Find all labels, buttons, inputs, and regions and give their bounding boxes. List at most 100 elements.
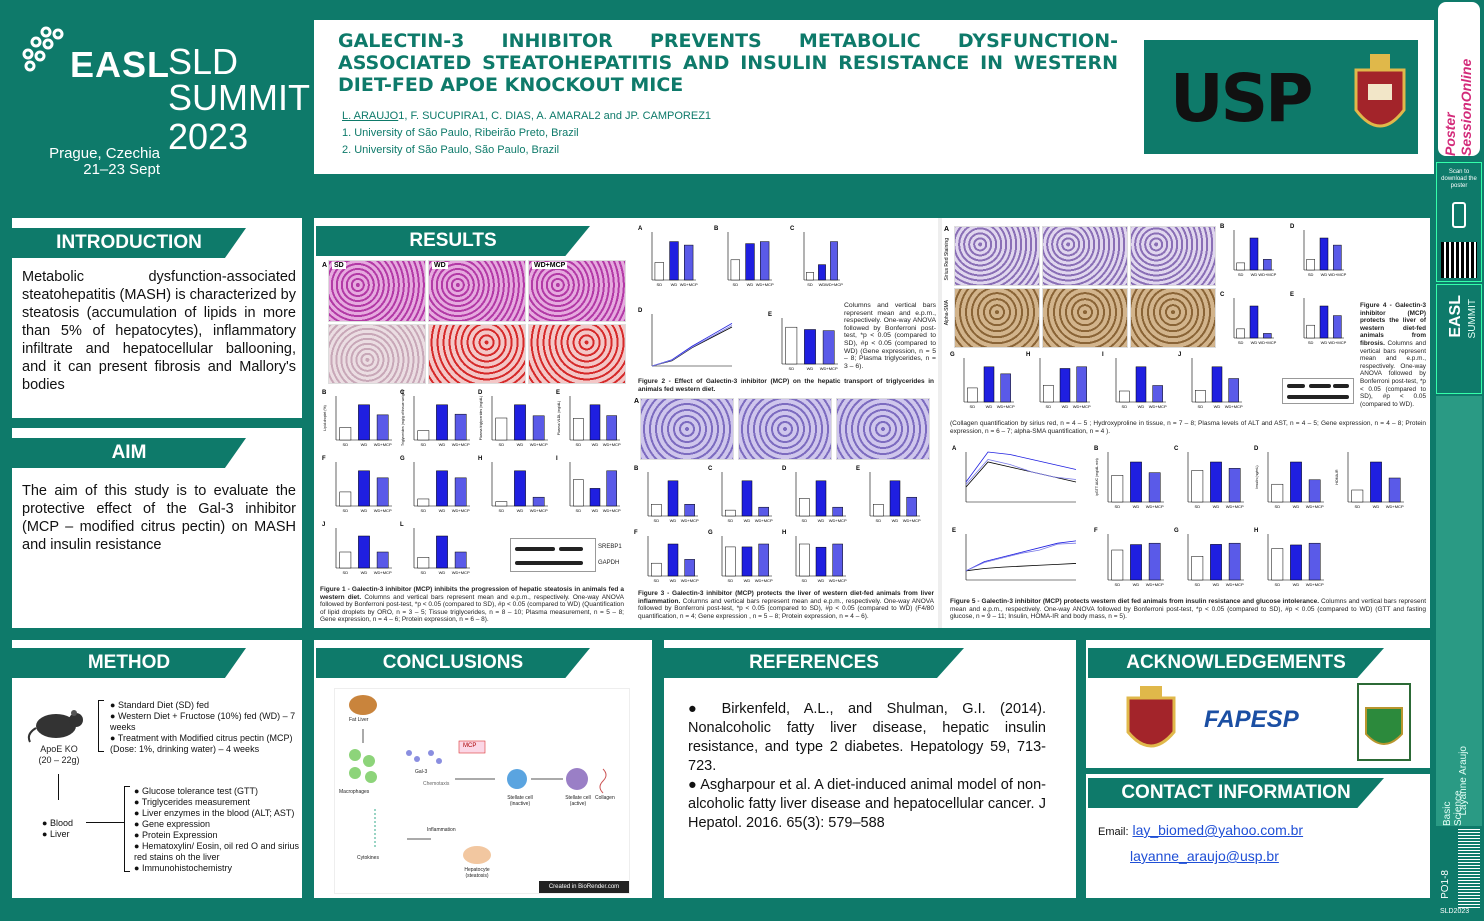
diagram-label: Cytokines	[357, 855, 379, 861]
bar	[1135, 366, 1147, 403]
logo-easl-text: EASL	[70, 44, 171, 85]
tick-label: WD+MCP	[530, 442, 548, 447]
tick-label: WD+MCP	[1306, 582, 1324, 587]
tick-label: WD+MCP	[1146, 582, 1164, 587]
panel-letter: A	[638, 226, 643, 232]
panel-letter: D	[478, 390, 483, 396]
diagram-label: Collagen	[595, 795, 615, 801]
bar	[667, 543, 679, 577]
tick-label: SD	[1115, 582, 1121, 587]
bar	[1306, 259, 1315, 271]
bar	[1319, 237, 1329, 271]
panel-letter: G	[400, 456, 405, 462]
bar	[1130, 544, 1142, 581]
bar	[830, 241, 838, 281]
diagram-label: Macrophages	[339, 789, 370, 795]
tick-label: SD	[970, 404, 976, 409]
tick-label: WD	[1213, 504, 1220, 509]
tick-label: SD	[1275, 504, 1281, 509]
tick-label: SD	[421, 442, 427, 447]
blot-label: SREBP1	[598, 544, 622, 550]
university-logos: USP	[1144, 40, 1418, 154]
he-image-sd	[328, 260, 426, 322]
panel-letter: G	[708, 530, 713, 536]
tick-label: SD	[802, 578, 808, 583]
bar	[1210, 461, 1222, 503]
usp-logo: USP	[1170, 60, 1313, 137]
diagram-label: Hepatocyte (steatosis)	[464, 867, 490, 879]
logo-sld-text: SLD SUMMIT	[168, 41, 310, 118]
mouse-icon	[27, 710, 83, 743]
bar	[1249, 305, 1259, 339]
bar	[1211, 366, 1223, 403]
tick-label: WD	[1133, 582, 1140, 587]
email-link[interactable]: lay_biomed@yahoo.com.br	[1132, 822, 1304, 838]
bar	[822, 330, 835, 365]
tick-label: WD+MCP	[452, 442, 470, 447]
panel-letter: B	[322, 390, 327, 396]
bar	[818, 264, 826, 281]
panel-letter: C	[1174, 446, 1179, 452]
bar	[684, 244, 694, 281]
bar	[1130, 461, 1142, 503]
bar	[1148, 472, 1161, 503]
series-line	[965, 461, 1077, 488]
qr-code-icon[interactable]	[1441, 242, 1477, 278]
email-line-2: layanne_araujo@usp.br	[1130, 848, 1279, 864]
bar	[1191, 556, 1204, 581]
sirius-image-wdmcp	[1130, 226, 1216, 286]
bar	[1228, 542, 1241, 581]
right-sidebar: Poster SessionOnline Scan to download th…	[1436, 0, 1484, 921]
bar	[606, 470, 617, 507]
tick-label: WD	[818, 518, 825, 523]
bar	[358, 470, 370, 507]
tick-label: SD	[343, 570, 349, 575]
diagram-label: MCP	[463, 743, 477, 749]
axis-label: Insulin (ng/mL)	[1255, 465, 1259, 488]
tick-label: WD	[1321, 272, 1328, 277]
series-line	[651, 325, 733, 367]
panel-letter: J	[1178, 352, 1181, 358]
panel-letter: B	[1094, 446, 1099, 452]
fapesp-logo: FAPESP	[1204, 706, 1299, 733]
bar	[1228, 378, 1239, 403]
bar	[1290, 544, 1302, 581]
first-author: L. ARAUJO	[342, 110, 399, 122]
bar	[1111, 475, 1124, 503]
bar	[1263, 333, 1272, 339]
bar	[832, 543, 843, 577]
bar	[1059, 368, 1071, 403]
panel-letter: A	[952, 446, 957, 452]
tick-label: WD	[439, 570, 446, 575]
panel-letter: G	[1174, 528, 1179, 534]
tick-label: WD	[744, 578, 751, 583]
series-line	[651, 323, 733, 367]
tick-label: SD	[343, 442, 349, 447]
stain-label: Sirius Red Staining	[944, 238, 950, 281]
bar	[1351, 489, 1364, 503]
tick-label: WD+MCP	[1226, 504, 1244, 509]
arrow-right-icon	[86, 822, 124, 823]
series-line	[965, 540, 1077, 572]
email-link[interactable]: layanne_araujo@usp.br	[1130, 848, 1279, 864]
phone-icon	[1452, 202, 1466, 228]
bar	[725, 546, 736, 577]
results-heading: RESULTS	[316, 226, 590, 256]
sidebar-code: PO1-8	[1440, 870, 1451, 899]
tick-label: SD	[421, 570, 427, 575]
tick-label: WD+MCP	[681, 578, 699, 583]
aim-panel: AIM The aim of this study is to evaluate…	[12, 428, 302, 628]
bar	[651, 562, 662, 577]
tick-label: WD	[592, 508, 599, 513]
bar	[436, 404, 448, 441]
panel-letter: H	[1026, 352, 1030, 358]
diagram-label: Stellate cell (inactive)	[507, 795, 533, 807]
bar	[983, 366, 995, 403]
tick-label: WD	[1214, 404, 1221, 409]
panel-letter: H	[782, 530, 786, 536]
contact-heading: CONTACT INFORMATION	[1088, 778, 1384, 808]
bar	[339, 551, 352, 569]
sma-image-wdmcp	[1130, 288, 1216, 348]
aim-heading: AIM	[12, 438, 246, 468]
acknowledgements-panel: ACKNOWLEDGEMENTS FAPESP	[1086, 640, 1430, 768]
